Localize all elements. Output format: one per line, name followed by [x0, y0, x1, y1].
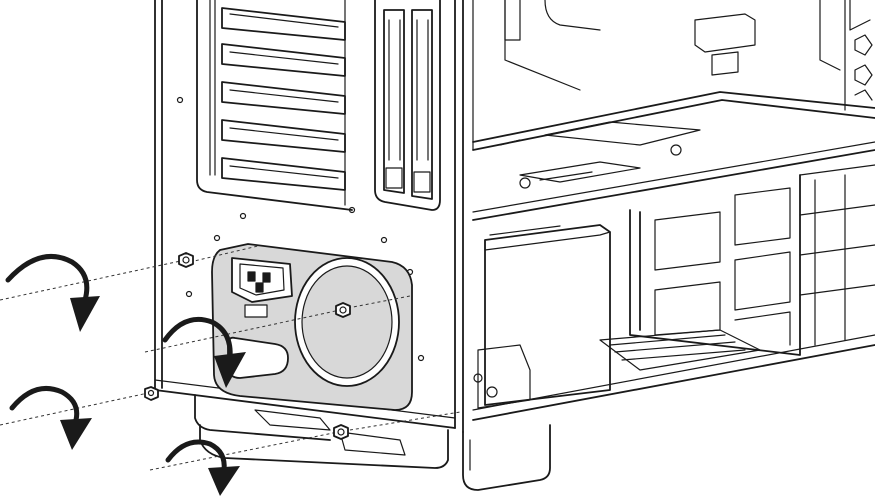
thumbscrew-icon-bottom-center: [333, 424, 349, 440]
clockwise-arrow-icon-3: [9, 386, 92, 450]
thumbscrew-icon-center: [335, 302, 351, 318]
expansion-slot-covers: [221, 7, 346, 191]
power-inlet-icon: [231, 257, 293, 303]
psu-label-plate: [244, 304, 268, 318]
psu-back-plate: [211, 243, 413, 411]
screw-guide-lines: [0, 245, 461, 471]
case-feet: [194, 394, 551, 491]
clockwise-arrow-icon-1: [5, 253, 100, 332]
thumbscrew-icon-bottom-left: [144, 386, 159, 401]
expansion-slot-bracket: [196, 0, 353, 211]
case-rear-panel: [154, 0, 474, 433]
thumbscrew-icon-top-left: [178, 252, 194, 268]
case-interior: [472, 0, 875, 421]
psu-body-inside: [473, 224, 611, 409]
vertical-slot-covers: [374, 0, 441, 211]
psu-fan-icon: [294, 257, 400, 387]
clockwise-arrow-icon-2: [162, 316, 246, 388]
drive-cage: [629, 164, 875, 356]
clockwise-arrow-icon-4: [165, 439, 240, 496]
